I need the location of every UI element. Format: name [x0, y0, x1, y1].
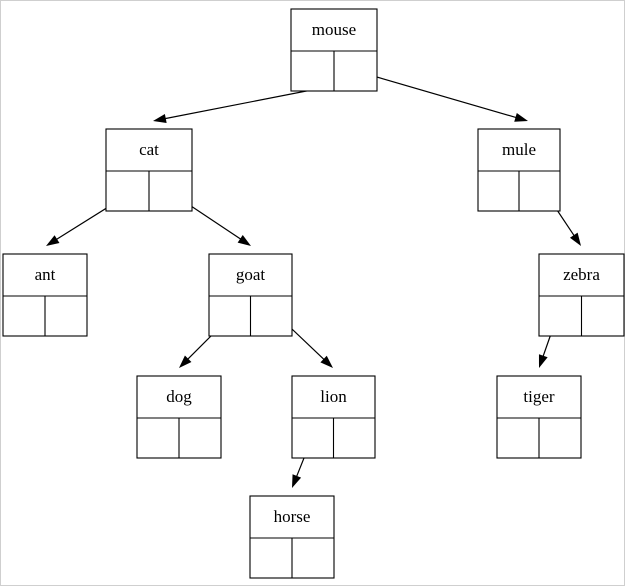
node-label: ant [35, 265, 56, 284]
node-left-pointer-cell[interactable] [209, 296, 251, 336]
tree-node-dog[interactable]: dog [136, 375, 222, 459]
tree-node-zebra[interactable]: zebra [538, 253, 625, 337]
node-right-pointer-cell[interactable] [582, 296, 625, 336]
node-left-pointer-cell[interactable] [106, 171, 149, 211]
node-left-pointer-cell[interactable] [291, 51, 334, 91]
node-right-pointer-cell[interactable] [334, 51, 377, 91]
tree-node-mule[interactable]: mule [477, 128, 561, 212]
node-left-pointer-cell[interactable] [250, 538, 292, 578]
node-label: horse [274, 507, 311, 526]
edge-arrowhead [569, 232, 581, 246]
edge-arrowhead [320, 355, 333, 368]
tree-node-lion[interactable]: lion [291, 375, 376, 459]
tree-node-mouse[interactable]: mouse [290, 8, 378, 92]
node-left-pointer-cell[interactable] [137, 418, 179, 458]
nodes-layer: mouse cat mule ant goat zebra dog lion tiger hors… [2, 8, 625, 579]
edge-arrowhead [46, 235, 60, 246]
edge-line [355, 70, 518, 119]
edge-arrowhead [514, 112, 528, 122]
node-label: lion [320, 387, 347, 406]
node-label: goat [236, 265, 266, 284]
node-right-pointer-cell[interactable] [539, 418, 581, 458]
tree-node-goat[interactable]: goat [208, 253, 293, 337]
edge-arrowhead [179, 355, 192, 368]
node-label: tiger [523, 387, 554, 406]
node-right-pointer-cell[interactable] [45, 296, 87, 336]
node-right-pointer-cell[interactable] [179, 418, 221, 458]
edge-arrowhead [153, 113, 167, 124]
node-right-pointer-cell[interactable] [251, 296, 293, 336]
node-right-pointer-cell[interactable] [519, 171, 560, 211]
node-right-pointer-cell[interactable] [334, 418, 376, 458]
tree-edge-mouse-left-cat [153, 85, 333, 124]
node-label: mouse [312, 20, 356, 39]
node-left-pointer-cell[interactable] [3, 296, 45, 336]
node-label: dog [166, 387, 192, 406]
tree-node-horse[interactable]: horse [249, 495, 335, 579]
node-right-pointer-cell[interactable] [149, 171, 192, 211]
node-left-pointer-cell[interactable] [478, 171, 519, 211]
node-label: mule [502, 140, 536, 159]
tree-edge-mouse-right-mule [355, 70, 528, 122]
edge-arrowhead [292, 474, 302, 488]
tree-node-tiger[interactable]: tiger [496, 375, 582, 459]
tree-node-cat[interactable]: cat [105, 128, 193, 212]
node-left-pointer-cell[interactable] [497, 418, 539, 458]
edge-arrowhead [538, 354, 548, 368]
edge-arrowhead [237, 234, 251, 246]
node-left-pointer-cell[interactable] [292, 418, 334, 458]
tree-node-ant[interactable]: ant [2, 253, 88, 337]
node-right-pointer-cell[interactable] [292, 538, 334, 578]
node-label: zebra [563, 265, 600, 284]
node-label: cat [139, 140, 159, 159]
node-left-pointer-cell[interactable] [539, 296, 582, 336]
